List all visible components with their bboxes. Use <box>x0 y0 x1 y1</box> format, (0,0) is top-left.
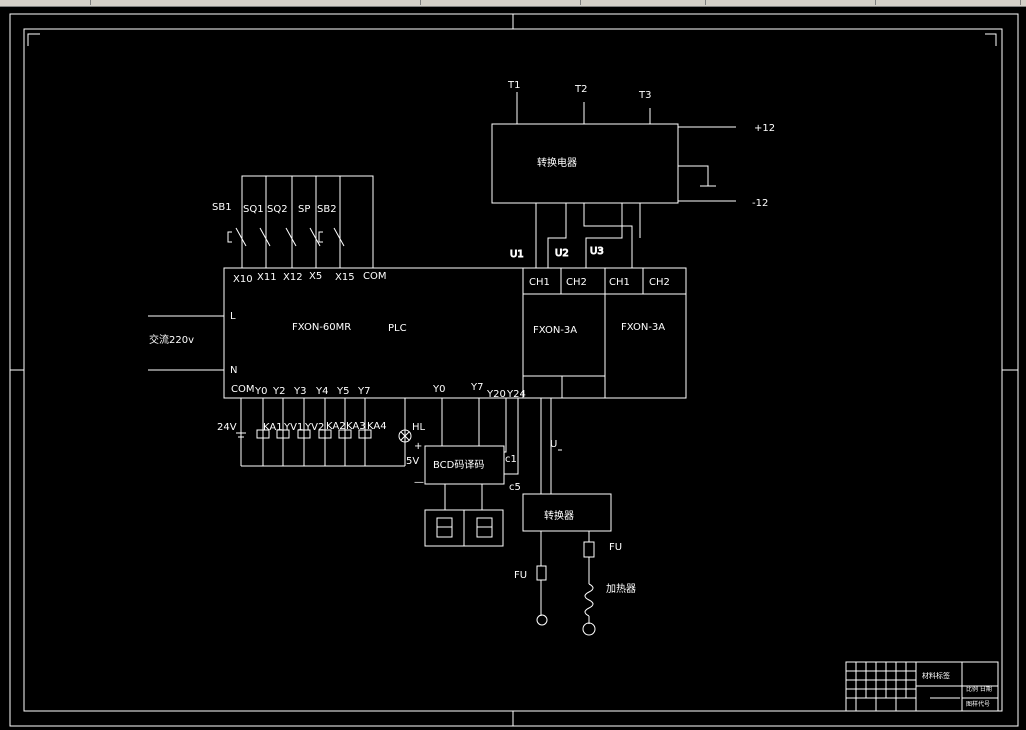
fuse-label-left: FU <box>514 570 527 581</box>
input-switches: SB1 SQ1 SQ2 SP SB2 <box>212 175 374 268</box>
module2-ch2: CH2 <box>649 277 670 288</box>
plc-output-y0-right: Y0 <box>432 384 445 395</box>
module1-ch1: CH1 <box>529 277 550 288</box>
drawing-frame <box>9 13 1019 727</box>
module2-ch1: CH1 <box>609 277 630 288</box>
plc-output-com: COM <box>231 384 254 395</box>
module1-model: FXON-3A <box>533 325 577 336</box>
module1-ch2: CH2 <box>566 277 587 288</box>
converter-label: 转换电器 <box>537 156 577 169</box>
plc-output-y24: Y24 <box>506 389 526 400</box>
fuse-icon <box>536 565 547 581</box>
power-ac220: 交流220v <box>149 333 194 346</box>
title-scale-date: 比例 日期 <box>966 685 992 693</box>
plc-input-x12: X12 <box>283 272 303 283</box>
plus-sign: + <box>414 441 422 452</box>
title-drawing-code: 图样代号 <box>966 700 990 708</box>
bcd-decoder: BCD码译码 c1 c5 <box>424 398 521 547</box>
toolbar-segment[interactable] <box>40 0 91 5</box>
supply-plus12: +12 <box>754 123 775 134</box>
switcher-circuit: U 转换器 FU FU 加热器 <box>514 398 636 636</box>
plc-output-y4: Y4 <box>315 386 328 397</box>
terminal-t2: T2 <box>574 84 587 95</box>
analog-u2: U2 <box>555 248 569 259</box>
plc-output-y0: Y0 <box>254 386 267 397</box>
load-yv2: YV2 <box>304 422 324 433</box>
analog-u3: U3 <box>590 246 604 257</box>
analog-modules: CH1 CH2 CH1 CH2 FXON-3A FXON-3A <box>522 267 687 399</box>
plc-output-y7: Y7 <box>357 386 370 397</box>
load-ka4: KA4 <box>367 421 387 432</box>
analog-wiring: U1 U2 U3 <box>510 203 641 268</box>
u-out-label: U <box>550 439 557 450</box>
plc-model: FXON-60MR <box>292 322 351 333</box>
plc-input-x11: X11 <box>257 272 277 283</box>
analog-u1: U1 <box>510 249 524 260</box>
fuse-icon <box>583 541 595 558</box>
bcd-pin-c5: c5 <box>509 482 521 493</box>
load-ka3: KA3 <box>346 421 366 432</box>
fuse-label-right: FU <box>609 542 622 553</box>
plc-block: X10 X11 X12 X5 X15 COM FXON-60MR PLC L N… <box>148 267 526 400</box>
toolbar-strip <box>0 0 1026 7</box>
terminal-icon <box>536 614 548 626</box>
cad-drawing-canvas[interactable]: 转换电器 T1 T2 T3 +12 -12 U1 U2 U3 SB1 SQ1 S… <box>0 6 1026 730</box>
plc-input-x15: X15 <box>335 272 355 283</box>
terminal-icon <box>582 622 596 636</box>
heater-coil-icon <box>584 583 594 617</box>
minus-sign: — <box>414 477 424 488</box>
switch-sb2: SB2 <box>317 204 337 215</box>
switch-sq1: SQ1 <box>243 204 264 215</box>
switch-sq2: SQ2 <box>267 204 288 215</box>
switch-sb1: SB1 <box>212 202 232 213</box>
load-ka2: KA2 <box>326 421 346 432</box>
switch-sp: SP <box>298 204 310 215</box>
plc-input-com: COM <box>363 271 386 282</box>
plc-input-x5: X5 <box>309 271 322 282</box>
power-l: L <box>230 311 236 322</box>
supply-minus12: -12 <box>752 198 768 209</box>
plc-label: PLC <box>388 323 407 334</box>
lamp-icon <box>398 429 412 443</box>
title-block: 材料标签 比例 日期 图样代号 <box>845 661 999 712</box>
bcd-label: BCD码译码 <box>433 459 484 471</box>
module2-model: FXON-3A <box>621 322 665 333</box>
plc-output-y3: Y3 <box>293 386 306 397</box>
plc-output-y2: Y2 <box>272 386 285 397</box>
plc-output-y5: Y5 <box>336 386 349 397</box>
toolbar-segment[interactable] <box>880 0 1021 5</box>
plc-output-y20: Y20 <box>486 389 506 400</box>
plc-output-y7-right: Y7 <box>470 382 483 393</box>
load-ka1: KA1 <box>263 422 283 433</box>
lamp-label: HL <box>412 422 426 433</box>
output-loads: 24V KA1 YV1 YV2 KA2 KA3 KA4 HL 5V + — <box>217 398 426 488</box>
toolbar-segment[interactable] <box>360 0 421 5</box>
toolbar-segment[interactable] <box>710 0 876 5</box>
voltage-5v: 5V <box>406 456 419 467</box>
power-n: N <box>230 365 237 376</box>
terminal-t1: T1 <box>507 80 520 91</box>
toolbar-segment[interactable] <box>430 0 581 5</box>
voltage-24v: 24V <box>217 422 237 433</box>
title-material: 材料标签 <box>922 671 950 680</box>
switcher-label: 转换器 <box>544 509 574 522</box>
toolbar-segment[interactable] <box>585 0 706 5</box>
bcd-pin-c1: c1 <box>505 454 517 465</box>
heater-label: 加热器 <box>606 582 636 595</box>
load-yv1: YV1 <box>283 422 303 433</box>
terminal-t3: T3 <box>638 90 651 101</box>
plc-input-x10: X10 <box>233 274 253 285</box>
converter-block: 转换电器 T1 T2 T3 +12 -12 <box>491 80 775 209</box>
